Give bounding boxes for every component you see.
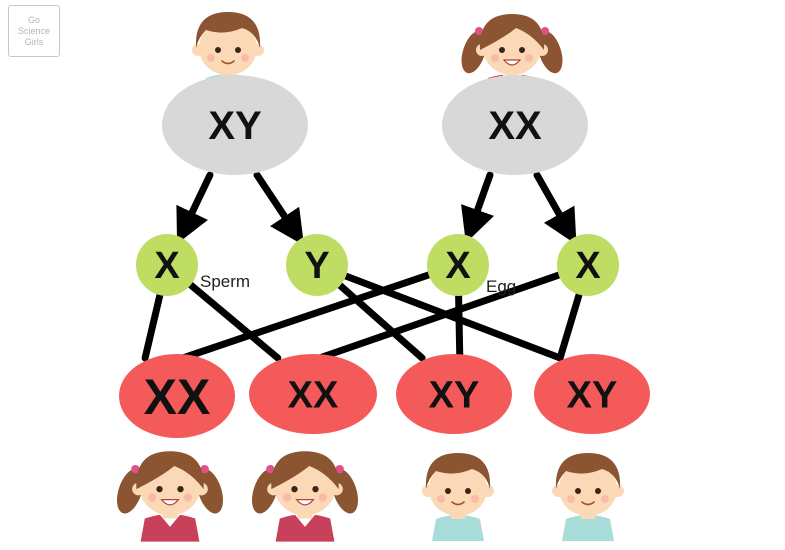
inheritance-link <box>455 290 464 362</box>
gamete-arrow <box>461 171 495 243</box>
inheritance-link <box>179 270 435 362</box>
child-boy-icon <box>552 453 624 541</box>
gamete-node <box>557 234 619 296</box>
offspring-node <box>534 354 650 434</box>
offspring-genotype-label: XX <box>288 375 339 417</box>
sperm-label: Sperm <box>200 272 250 291</box>
child-girl-icon <box>251 451 359 542</box>
inheritance-link <box>141 289 164 362</box>
offspring-genotype-label: XX <box>144 369 211 425</box>
inheritance-link <box>335 280 426 362</box>
offspring-node <box>396 354 512 434</box>
offspring-genotype-label: XY <box>567 375 618 417</box>
gamete-node <box>286 234 348 296</box>
offspring-node <box>249 354 377 434</box>
gamete-node <box>136 234 198 296</box>
offspring-genotype-label: XY <box>429 375 480 417</box>
parent-node <box>162 75 308 175</box>
inheritance-link <box>185 280 282 362</box>
gamete-chromosome-label: X <box>445 245 471 287</box>
child-boy-icon <box>422 453 494 541</box>
inheritance-link <box>556 289 584 362</box>
watermark-line: Girls <box>24 36 44 47</box>
parent-genotype-label: XY <box>208 104 262 148</box>
gamete-chromosome-label: X <box>575 245 601 287</box>
child-girl-icon <box>116 451 224 542</box>
egg-label: Egg <box>486 277 516 296</box>
parent-node <box>442 75 588 175</box>
watermark-line: Science <box>17 25 51 36</box>
parent-genotype-label: XX <box>488 104 542 148</box>
gamete-chromosome-label: Y <box>304 245 329 287</box>
watermark-logo: Go Science Girls <box>8 5 60 57</box>
gamete-node <box>427 234 489 296</box>
gamete-chromosome-label: X <box>154 245 180 287</box>
gamete-arrow <box>176 171 214 244</box>
gamete-arrow <box>253 171 305 246</box>
offspring-node <box>119 354 235 438</box>
gamete-arrow <box>533 171 577 245</box>
watermark-line: Go <box>27 14 40 25</box>
inheritance-link <box>315 270 565 362</box>
